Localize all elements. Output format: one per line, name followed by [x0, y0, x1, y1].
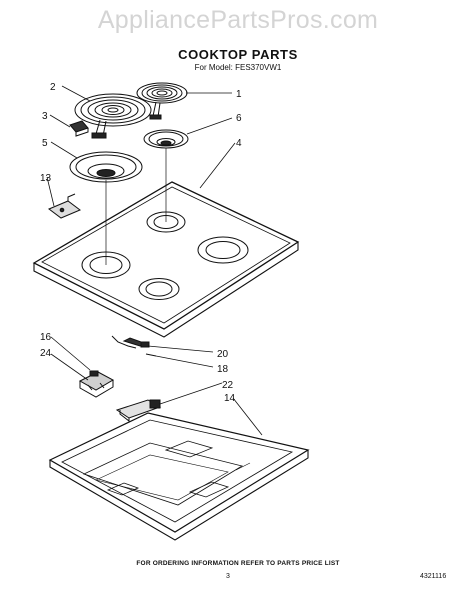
- document-number: 4321116: [420, 573, 447, 580]
- large-surface-element: [74, 93, 152, 139]
- callout-4: 4: [236, 138, 242, 149]
- diagram-title: COOKTOP PARTS: [178, 47, 298, 62]
- burner-box: [48, 412, 310, 541]
- cooktop-panel: [32, 181, 300, 338]
- callout-20: 20: [217, 349, 229, 360]
- small-drip-bowl: [143, 129, 189, 149]
- page-number: 3: [226, 573, 230, 580]
- watermark: AppliancePartsPros.com: [97, 6, 379, 34]
- mounting-bracket: [48, 193, 81, 219]
- callout-1: 1: [236, 89, 242, 100]
- callout-13: 13: [40, 173, 52, 184]
- terminal-block: [69, 120, 89, 137]
- callout-3: 3: [42, 111, 48, 122]
- callout-24: 24: [40, 348, 52, 359]
- callout-18: 18: [217, 364, 229, 375]
- callout-6: 6: [236, 113, 242, 124]
- small-surface-element: [136, 82, 188, 120]
- leader-lines: [46, 85, 263, 436]
- wire-and-sensor: [111, 335, 157, 357]
- callout-5: 5: [42, 138, 48, 149]
- large-drip-bowl: [69, 151, 143, 183]
- ordering-note: FOR ORDERING INFORMATION REFER TO PARTS …: [136, 560, 340, 567]
- callout-2: 2: [50, 82, 56, 93]
- callouts: 2 1 3 5 6 4 13 16 24 20 18 22 14: [40, 82, 242, 404]
- callout-22: 22: [222, 380, 234, 391]
- callout-14: 14: [224, 393, 236, 404]
- callout-16: 16: [40, 332, 52, 343]
- model-subtitle: For Model: FES370VW1: [194, 63, 282, 72]
- receptacle: [78, 370, 115, 398]
